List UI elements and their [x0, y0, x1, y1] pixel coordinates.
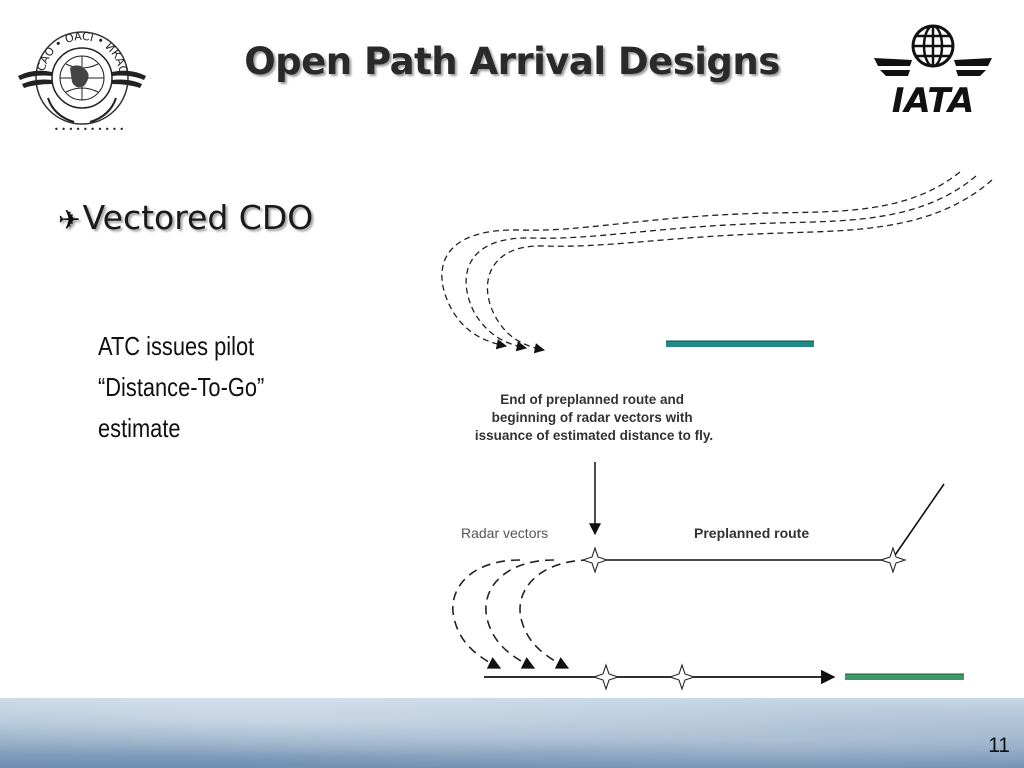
icao-logo: ICAO • OACI • ИКАО • • • • • • • • • •	[18, 30, 146, 134]
preplanned-route-label: Preplanned route	[694, 525, 809, 541]
arrival-diagram: End of preplanned route and beginning of…	[441, 171, 993, 691]
body-line: ATC issues pilot	[98, 331, 255, 361]
upper-vector-path	[465, 175, 977, 352]
body-text: ATC issues pilot “Distance-To-Go” estima…	[98, 326, 350, 449]
diagonal-route-line	[892, 483, 945, 559]
iata-logo: IATA	[874, 24, 992, 118]
lower-vector-paths	[452, 559, 591, 669]
icao-bottom-glyphs: • • • • • • • • • •	[54, 125, 124, 134]
body-line: estimate	[98, 413, 181, 443]
upper-vector-path	[486, 179, 993, 354]
footer-sky-band	[0, 698, 1024, 768]
bullet-text: Vectored CDO	[82, 198, 314, 237]
bullet-item: ✈Vectored CDO	[58, 198, 313, 237]
page-title: Open Path Arrival Designs	[244, 40, 780, 83]
upper-vector-path	[441, 171, 961, 350]
lower-vector-path	[519, 559, 591, 669]
annotation-text: End of preplanned route and beginning of…	[475, 392, 713, 443]
lower-vector-path	[452, 559, 521, 669]
iata-wordmark: IATA	[892, 81, 975, 118]
body-line: “Distance-To-Go”	[98, 372, 265, 402]
radar-vectors-label: Radar vectors	[461, 525, 548, 541]
waypoint-star-icon	[592, 663, 620, 691]
waypoint-star-icon	[879, 546, 907, 574]
upper-vector-paths	[441, 171, 993, 354]
waypoint-star-icon	[581, 546, 609, 574]
slide-number: 11	[988, 734, 1010, 757]
waypoint-star-icon	[668, 663, 696, 691]
lower-vector-path	[485, 559, 555, 669]
airplane-icon: ✈	[58, 205, 81, 236]
